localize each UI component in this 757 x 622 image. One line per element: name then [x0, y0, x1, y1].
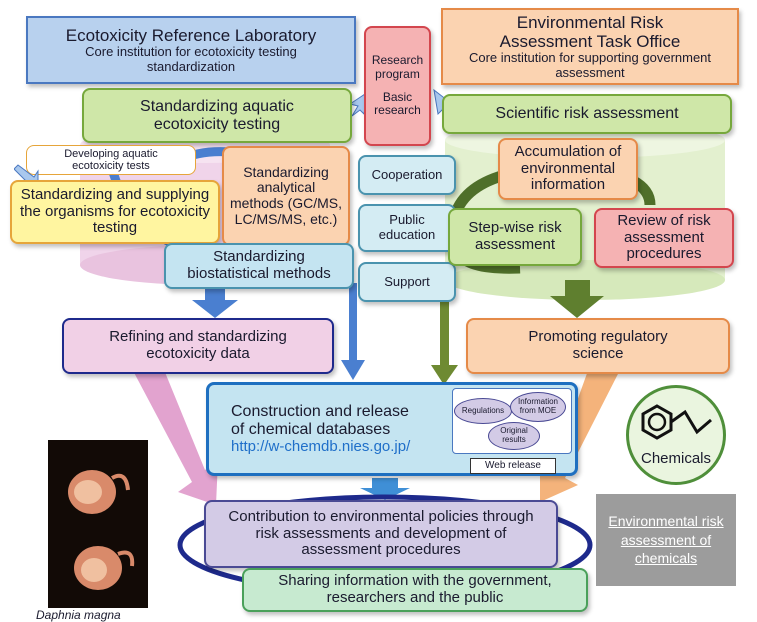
database-line2: of chemical databases — [231, 420, 391, 438]
biostat-box: Standardizing biostatistical methods — [164, 243, 354, 289]
daphnia-photo — [48, 440, 148, 608]
ecotox-lab-title: Ecotoxicity Reference Laboratory — [65, 25, 317, 45]
std-analytical-label: Standardizing analytical methods (GC/MS,… — [229, 163, 343, 227]
stepwise-box: Step-wise risk assessment — [448, 208, 582, 266]
original-label: Original results — [500, 426, 528, 444]
regulations-label: Regulations — [461, 405, 505, 415]
research-box: Research program Basic research — [364, 26, 431, 146]
sharing-box: Sharing information with the government,… — [242, 568, 588, 612]
stepwise-label: Step-wise risk assessment — [468, 219, 562, 253]
sci-risk-box: Scientific risk assessment — [442, 94, 732, 134]
std-organisms-box: Standardizing and supplying the organism… — [10, 180, 220, 244]
promoting-label: Promoting regulatory science — [528, 328, 668, 362]
regulations-oval: Regulations — [454, 398, 512, 424]
risk-office-subtitle: Core institution for supporting governme… — [468, 49, 712, 80]
arrow-refining-to-contribution — [130, 360, 218, 505]
env-risk-photo: Environmental risk assessment of chemica… — [596, 494, 736, 586]
daphnia-image — [68, 470, 135, 590]
arrow-to-database — [341, 360, 365, 380]
benzene-icon — [641, 404, 712, 440]
contribution-box: Contribution to environmental policies t… — [204, 500, 558, 568]
basic-research-label: Basic research — [374, 90, 421, 118]
original-oval: Original results — [488, 422, 540, 450]
database-line1: Construction and release — [231, 402, 409, 420]
std-aquatic-box: Standardizing aquatic ecotoxicity testin… — [82, 88, 352, 143]
cooperation-box: Cooperation — [358, 155, 456, 195]
arrow-database-to-contribution — [360, 478, 410, 500]
accumulation-box: Accumulation of environmental informatio… — [498, 138, 638, 200]
env-risk-photo-label: Environmental risk assessment of chemica… — [608, 512, 724, 567]
research-program-label: Research program — [371, 53, 424, 81]
web-release-label: Web release — [485, 460, 541, 472]
refining-box: Refining and standardizing ecotoxicity d… — [62, 318, 334, 374]
arrow-to-promoting — [550, 280, 604, 318]
accumulation-label: Accumulation of environmental informatio… — [514, 142, 622, 194]
ecotox-lab-box: Ecotoxicity Reference Laboratory Core in… — [26, 16, 356, 84]
dev-aquatic-label: Developing aquatic ecotoxicity tests — [64, 147, 158, 172]
biostat-label: Standardizing biostatistical methods — [187, 248, 331, 282]
dev-aquatic-box: Developing aquatic ecotoxicity tests — [26, 145, 196, 175]
sharing-label: Sharing information with the government,… — [278, 572, 552, 606]
cooperation-label: Cooperation — [371, 166, 443, 182]
public-education-label: Public education — [378, 212, 436, 242]
risk-office-title: Environmental Risk Assessment Task Offic… — [499, 12, 681, 51]
moe-label: Information from MOE — [517, 397, 559, 415]
risk-office-box: Environmental Risk Assessment Task Offic… — [441, 8, 739, 85]
contribution-label: Contribution to environmental policies t… — [228, 507, 534, 559]
chemicals-circle: Chemicals — [626, 385, 726, 485]
std-analytical-box: Standardizing analytical methods (GC/MS,… — [222, 146, 350, 246]
arrow-to-refining — [192, 288, 238, 318]
daphnia-caption: Daphnia magna — [36, 608, 121, 622]
sci-risk-label: Scientific risk assessment — [495, 105, 679, 123]
support-box: Support — [358, 262, 456, 302]
database-url-link[interactable]: http://w-chemdb.nies.go.jp/ — [231, 437, 411, 455]
std-aquatic-label: Standardizing aquatic ecotoxicity testin… — [140, 97, 294, 133]
refining-label: Refining and standardizing ecotoxicity d… — [109, 328, 287, 362]
review-box: Review of risk assessment procedures — [594, 208, 734, 268]
review-label: Review of risk assessment procedures — [617, 211, 711, 263]
promoting-box: Promoting regulatory science — [466, 318, 730, 374]
moe-oval: Information from MOE — [510, 392, 566, 422]
std-organisms-label: Standardizing and supplying the organism… — [19, 185, 211, 237]
public-education-box: Public education — [358, 204, 456, 252]
web-release-box: Web release — [470, 458, 556, 474]
ecotox-lab-subtitle: Core institution for ecotoxicity testing… — [85, 43, 297, 74]
support-label: Support — [384, 273, 430, 289]
chemicals-label: Chemicals — [640, 450, 712, 468]
